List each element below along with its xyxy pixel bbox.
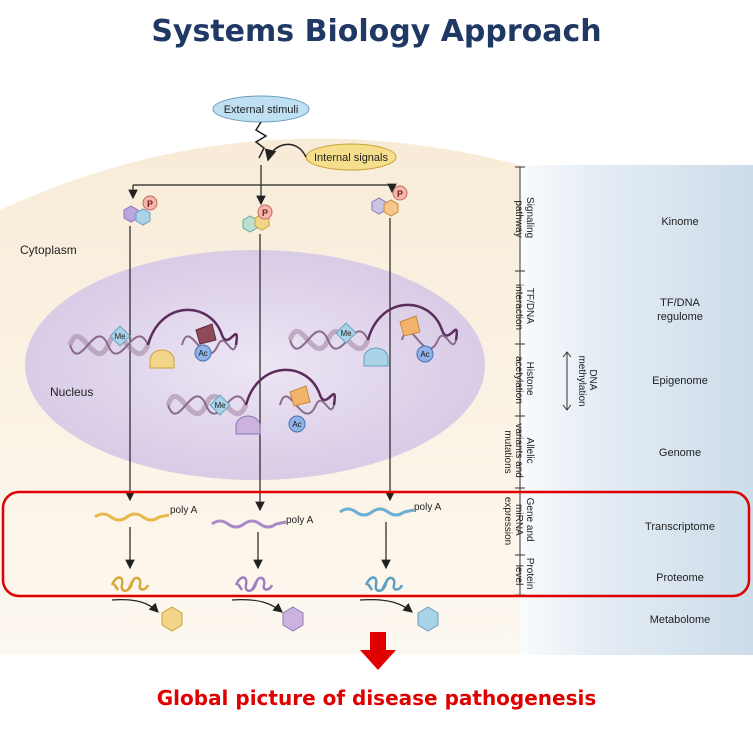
svg-text:Signaling pathway: Signaling pathway xyxy=(513,197,535,241)
process-label: acetylation xyxy=(513,356,524,404)
phospho-label: P xyxy=(397,189,403,199)
process-label: Allelic xyxy=(524,438,535,464)
page-title: Systems Biology Approach xyxy=(151,14,602,49)
nucleus-label: Nucleus xyxy=(50,385,93,399)
chromatin-left: Me Ac xyxy=(67,308,238,369)
metabolite-arrows xyxy=(111,599,413,613)
ome-label-metabolome: Metabolome xyxy=(650,614,711,626)
phospho-label: P xyxy=(262,208,268,218)
ome-label-kinome: Kinome xyxy=(661,216,698,228)
process-label: Gene and xyxy=(524,498,535,542)
feedback-arrow xyxy=(264,143,307,162)
svg-text:DNA methylation: DNA methylation xyxy=(576,355,598,406)
ome-label-proteome: Proteome xyxy=(656,572,704,584)
process-label: Histone xyxy=(524,362,535,396)
chromatin-right: Me Ac xyxy=(287,303,458,367)
chromatin-middle: Me Ac xyxy=(165,368,336,435)
pathway-arrows xyxy=(125,218,395,512)
ome-label-regulome: regulome xyxy=(657,311,703,323)
mrna-lilac: poly A xyxy=(211,515,314,529)
process-label: mutations xyxy=(502,430,513,473)
metabolite-yellow xyxy=(161,606,183,632)
protein-yellow xyxy=(110,576,150,592)
process-label: interaction xyxy=(513,284,524,330)
process-label: pathway xyxy=(513,200,524,237)
cytoplasm-label: Cytoplasm xyxy=(20,243,77,257)
svg-text:Allelic variants and: Allelic variants and mutations xyxy=(502,423,535,480)
process-labels: Signaling pathway TF/DNA interaction His… xyxy=(502,197,598,592)
svg-text:Protein level: Protein level xyxy=(513,558,535,592)
nucleus-shape xyxy=(25,250,485,480)
ome-label-regulome: TF/DNA xyxy=(660,297,700,309)
internal-signals-label: Internal signals xyxy=(314,152,388,164)
side-process-label: DNA xyxy=(587,369,598,390)
external-stimuli-label: External stimuli xyxy=(224,104,299,116)
process-label: Signaling xyxy=(524,197,535,238)
kinase-left: P xyxy=(123,195,158,226)
polya-label: poly A xyxy=(170,505,198,516)
protein-blue xyxy=(364,576,404,592)
translation-arrows xyxy=(125,522,391,570)
process-label: Protein xyxy=(524,558,535,590)
phospho-label: P xyxy=(147,199,153,209)
mrna-yellow: poly A xyxy=(94,505,198,522)
conclusion-caption: Global picture of disease pathogenesis xyxy=(156,686,597,710)
polya-label: poly A xyxy=(414,502,442,513)
process-label: miRNA xyxy=(513,504,524,536)
svg-text:TF/DNA interaction: TF/DNA interaction xyxy=(513,284,535,330)
signal-zigzag xyxy=(254,121,268,159)
svg-text:Histone acetylation: Histone acetylation xyxy=(513,356,535,404)
metabolite-lilac xyxy=(282,606,304,632)
acetyl-mark-label: Ac xyxy=(198,349,207,358)
internal-signals-node: Internal signals xyxy=(305,143,397,171)
process-label: expression xyxy=(502,497,513,545)
polya-label: poly A xyxy=(286,515,314,526)
process-label: variants and xyxy=(513,423,524,477)
methyl-mark-label: Me xyxy=(114,332,126,341)
omics-panel xyxy=(500,165,753,655)
methyl-mark-label: Me xyxy=(340,329,352,338)
kinase-middle: P xyxy=(242,204,273,233)
ome-label-genome: Genome xyxy=(659,447,701,459)
protein-lilac xyxy=(234,576,274,592)
acetyl-mark-label: Ac xyxy=(420,350,429,359)
branch-arrows xyxy=(128,165,397,206)
ome-label-transcriptome: Transcriptome xyxy=(645,521,715,533)
svg-text:Gene and miRNA exp: Gene and miRNA expression xyxy=(502,497,535,545)
side-process-label: methylation xyxy=(576,355,587,406)
acetyl-mark-label: Ac xyxy=(292,420,301,429)
ome-labels: Kinome TF/DNA regulome Epigenome Genome … xyxy=(645,216,715,626)
kinase-right: P xyxy=(371,185,408,217)
process-label: TF/DNA xyxy=(524,288,535,324)
metabolite-blue xyxy=(417,606,439,632)
ome-label-epigenome: Epigenome xyxy=(652,375,708,387)
down-arrow-icon xyxy=(360,632,396,670)
methyl-mark-label: Me xyxy=(214,401,226,410)
mrna-blue: poly A xyxy=(339,502,442,517)
highlight-box xyxy=(1,490,751,598)
process-label: level xyxy=(513,565,524,586)
external-stimuli-node: External stimuli xyxy=(212,95,310,123)
